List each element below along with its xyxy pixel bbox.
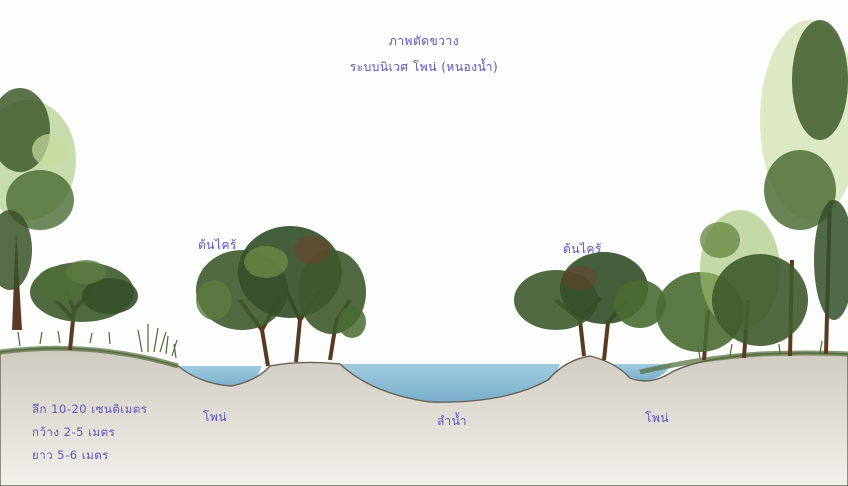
label-tree-right: ต้นไคร้ [563, 240, 602, 259]
dimension-depth: ลึก 10-20 เซนติเมตร [32, 398, 147, 421]
label-pond-right: โพน่ [645, 409, 669, 428]
label-tree-left: ต้นไคร้ [198, 236, 237, 255]
diagram-subtitle: ระบบนิเวศ โพน่ (หนองน้ำ) [0, 58, 848, 77]
dimension-width: กว้าง 2-5 เมตร [32, 421, 147, 444]
tree-cluster-right [514, 252, 666, 360]
label-stream: ลำน้ำ [437, 412, 467, 431]
dimensions-list: ลึก 10-20 เซนติเมตร กว้าง 2-5 เมตร ยาว 5… [32, 398, 147, 467]
dimension-length: ยาว 5-6 เมตร [32, 444, 147, 467]
diagram-title: ภาพตัดขวาง [0, 32, 848, 51]
label-pond-left: โพน่ [203, 408, 227, 427]
tree-left-small [30, 260, 138, 350]
